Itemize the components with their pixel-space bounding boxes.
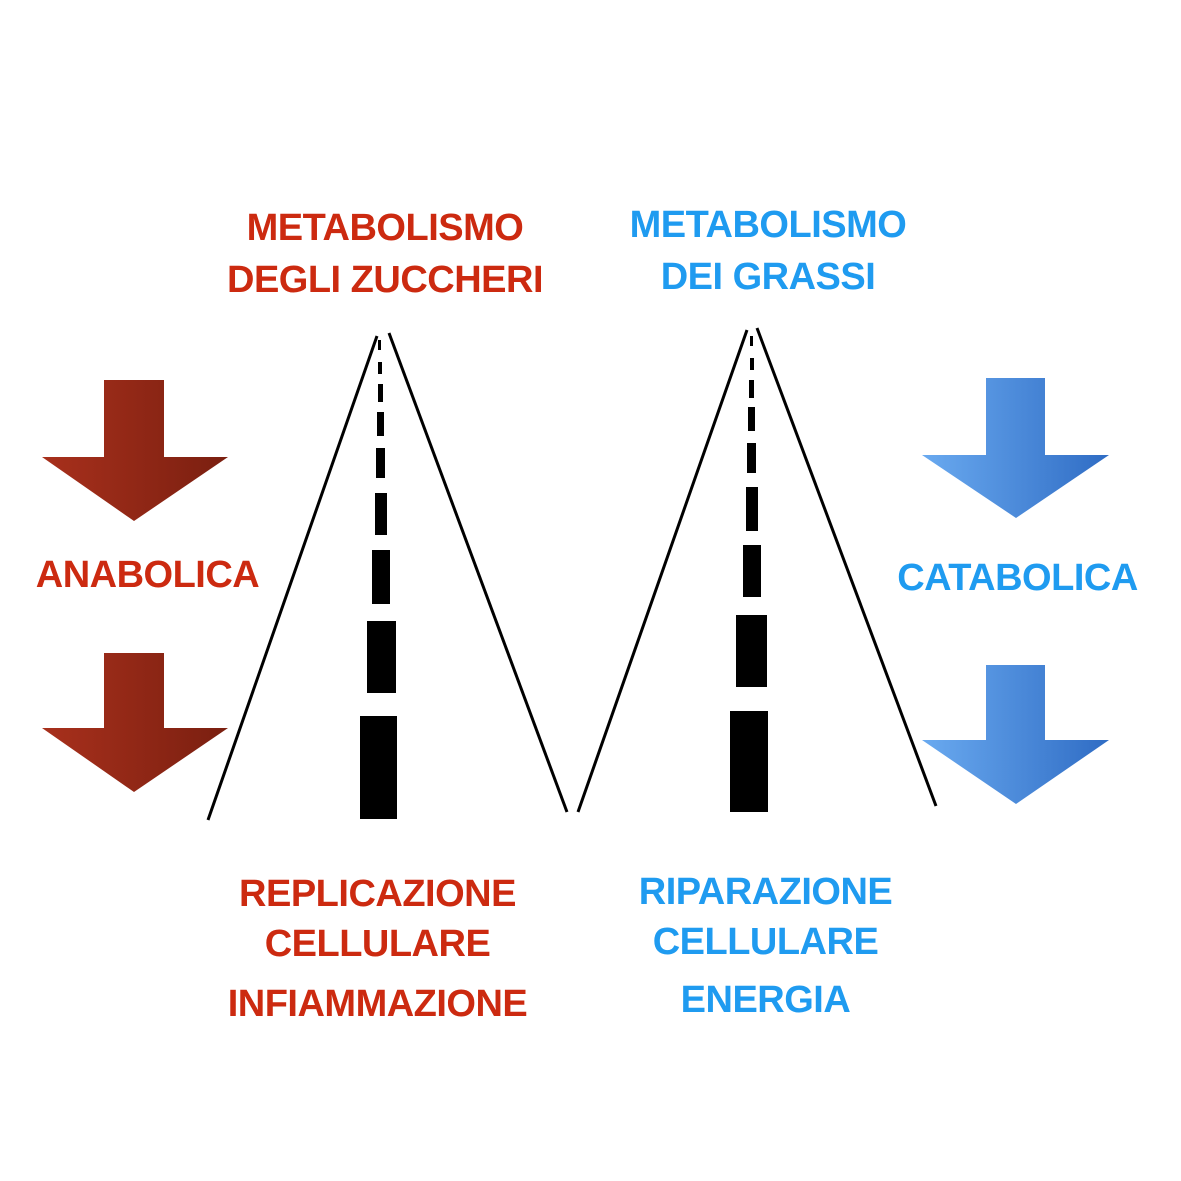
road-edge-left: [576, 329, 749, 813]
arrow-down-icon: [42, 380, 228, 521]
road-edge-right: [387, 332, 569, 813]
arrow-down-icon: [42, 653, 228, 792]
arrow-down-icon: [922, 378, 1109, 518]
fat-title-line2: DEI GRASSI: [660, 256, 876, 298]
sugar-effect-line1: REPLICAZIONE: [239, 873, 516, 915]
anabolic-arrows: [42, 380, 228, 792]
fat-effect-line2: CELLULARE: [652, 921, 879, 963]
fat-title-line1: METABOLISMO: [629, 204, 907, 246]
road-center-dashes: [730, 336, 768, 812]
road-edge-left: [206, 335, 379, 821]
fat-effect-line1: RIPARAZIONE: [638, 871, 893, 913]
sugar-title-line1: METABOLISMO: [246, 207, 524, 249]
road-center-dashes: [360, 340, 397, 819]
anabolic-label: ANABOLICA: [35, 554, 260, 596]
road-fat: [576, 327, 938, 813]
road-edge-right: [755, 327, 938, 807]
catabolic-arrows: [922, 378, 1109, 804]
catabolic-label: CATABOLICA: [897, 557, 1138, 599]
road-sugar: [206, 332, 569, 821]
fat-effect-line3: ENERGIA: [680, 979, 851, 1021]
sugar-effect-line2: CELLULARE: [264, 923, 491, 965]
sugar-title-line2: DEGLI ZUCCHERI: [227, 259, 544, 301]
sugar-effect-line3: INFIAMMAZIONE: [227, 983, 528, 1025]
arrow-down-icon: [922, 665, 1109, 804]
